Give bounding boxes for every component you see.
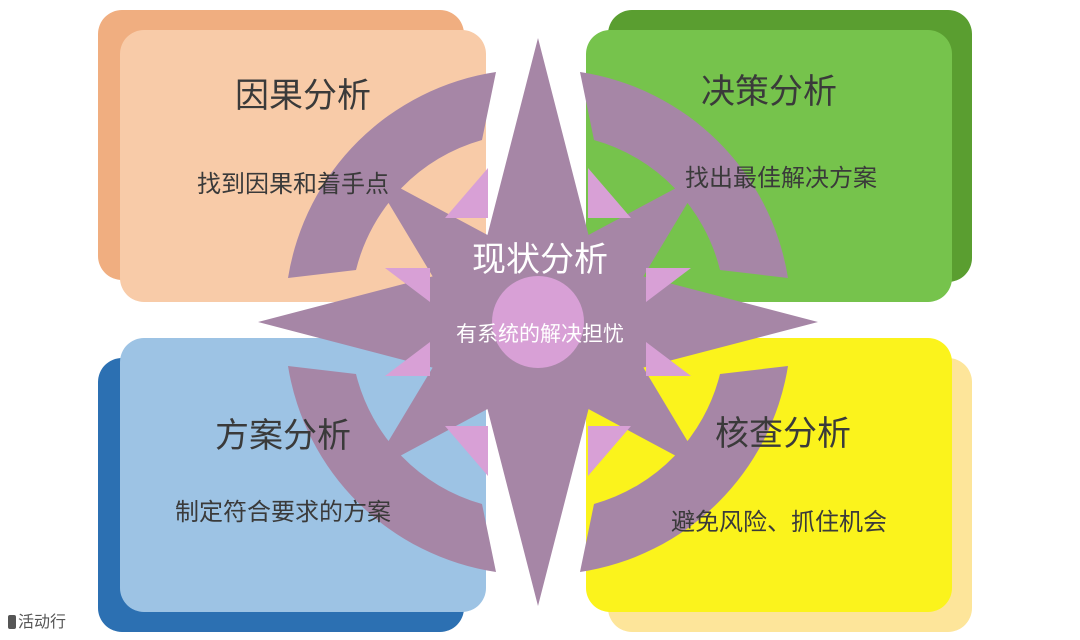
star-facet: [385, 268, 430, 302]
plan-analysis-subtitle: 制定符合要求的方案: [175, 498, 391, 526]
arc-top-left: [288, 72, 496, 278]
star-facet: [445, 168, 488, 218]
arc-top-right: [580, 72, 788, 278]
watermark: 活动行: [8, 608, 66, 632]
star-facet: [588, 426, 631, 476]
logo-icon: [8, 615, 16, 629]
star-facet: [445, 426, 488, 476]
center-circle: [492, 276, 584, 368]
causal-analysis-subtitle: 找到因果和着手点: [197, 170, 389, 198]
star-facet: [646, 342, 691, 376]
watermark-text: 活动行: [18, 612, 67, 631]
check-analysis-subtitle: 避免风险、抓住机会: [671, 508, 887, 536]
star-facet: [646, 268, 691, 302]
check-analysis-title: 核查分析: [715, 414, 851, 454]
center-subtitle: 有系统的解决担忧: [456, 322, 624, 346]
star-facet: [588, 168, 631, 218]
plan-analysis-title: 方案分析: [215, 416, 351, 456]
arc-bottom-right: [580, 366, 788, 572]
star-facet: [385, 342, 430, 376]
causal-analysis-title: 因果分析: [235, 76, 371, 116]
arc-bottom-left: [288, 366, 496, 572]
decision-analysis-subtitle: 找出最佳解决方案: [685, 164, 877, 192]
decision-analysis-title: 决策分析: [701, 72, 837, 112]
center-title: 现状分析: [472, 240, 608, 280]
